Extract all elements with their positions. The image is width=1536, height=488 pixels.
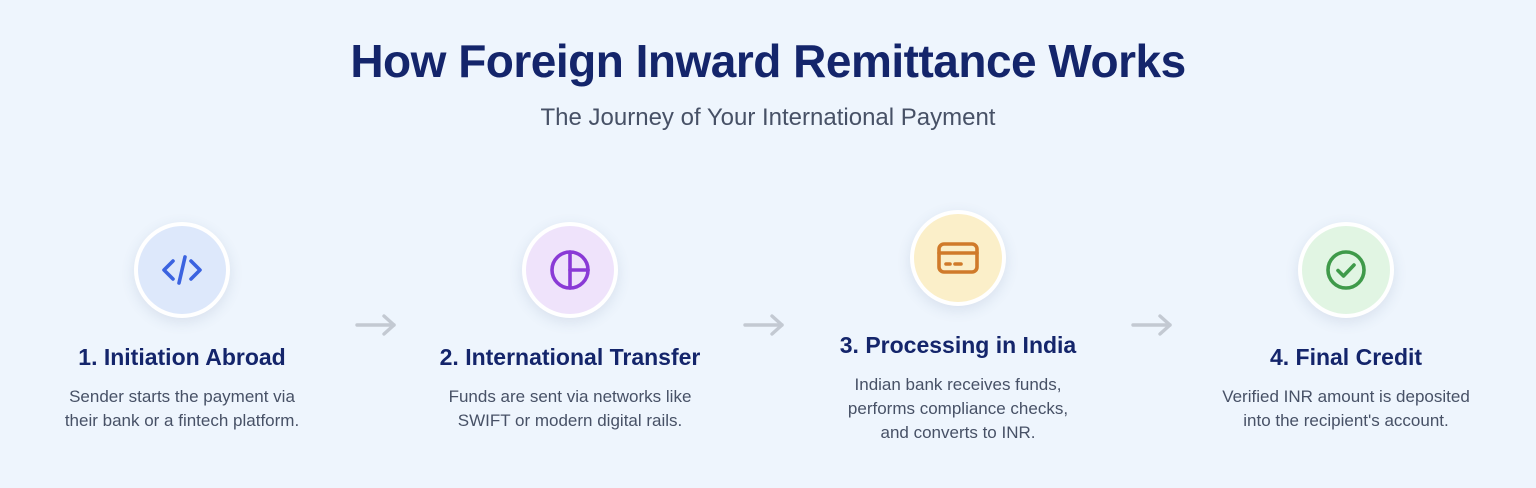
step-description-line: and converts to INR. [880,423,1036,442]
step-description: Indian bank receives funds, performs com… [788,373,1128,445]
step-title: 4. Final Credit [1269,344,1423,370]
step-icon-circle [910,210,1006,306]
step-icon-circle [134,222,230,318]
step-description-line: Funds are sent via networks like [448,387,692,406]
step-icon-circle [522,222,618,318]
check-circle-icon [1326,250,1366,290]
pie-chart-icon [550,250,590,290]
step-initiation-abroad: 1. Initiation Abroad Sender starts the p… [12,222,352,433]
credit-card-icon [937,242,979,274]
step-title: 2. International Transfer [439,344,701,370]
step-description-line: SWIFT or modern digital rails. [457,411,683,430]
step-description-line: performs compliance checks, [847,399,1069,418]
step-international-transfer: 2. International Transfer Funds are sent… [400,222,740,433]
arrow-right-icon [743,314,784,336]
step-icon-circle [1298,222,1394,318]
page-title: How Foreign Inward Remittance Works [350,35,1186,87]
step-description: Sender starts the payment via their bank… [12,385,352,433]
step-description-line: Verified INR amount is deposited [1222,387,1470,406]
arrow-right-icon [1131,314,1172,336]
code-icon [162,255,202,285]
step-description-line: Indian bank receives funds, [854,375,1062,394]
step-final-credit: 4. Final Credit Verified INR amount is d… [1176,222,1516,433]
step-description-line: into the recipient's account. [1243,411,1449,430]
step-title: 3. Processing in India [839,332,1077,358]
page-subtitle: The Journey of Your International Paymen… [540,104,996,131]
step-processing-in-india: 3. Processing in India Indian bank recei… [788,210,1128,445]
step-description-line: Sender starts the payment via [69,387,295,406]
step-title: 1. Initiation Abroad [78,344,286,370]
step-description: Funds are sent via networks like SWIFT o… [400,385,740,433]
step-description-line: their bank or a fintech platform. [64,411,300,430]
step-description: Verified INR amount is deposited into th… [1176,385,1516,433]
arrow-right-icon [355,314,396,336]
